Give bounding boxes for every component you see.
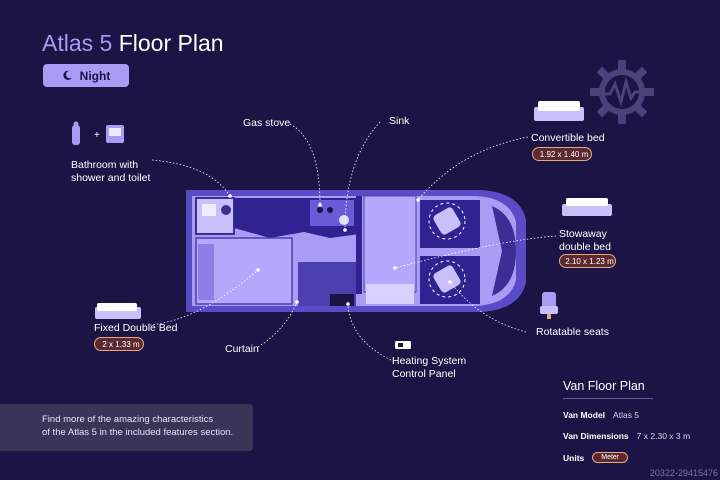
- footnote-box: Find more of the amazing characteristics…: [0, 404, 253, 451]
- bathroom-label-line2: shower and toilet: [71, 172, 151, 184]
- convertible-bed-size: 1.92 x 1.40 m: [539, 149, 589, 159]
- spec-units-label: Units: [563, 452, 585, 463]
- convertible-bed-size-badge: 1.92 x 1.40 m: [532, 147, 592, 161]
- fixed-bed-size: 2 x 1.33 m: [102, 339, 140, 349]
- spec-dimensions-value: 7 x 2.30 x 3 m: [636, 431, 691, 441]
- title-rest: Floor Plan: [118, 30, 224, 56]
- curtain-label: Curtain: [225, 343, 259, 355]
- spec-model-value: Atlas 5: [613, 410, 640, 420]
- units-selector[interactable]: Meter: [592, 452, 629, 463]
- sink-label: Sink: [389, 115, 410, 127]
- stowaway-size: 2.10 x 1.23 m: [565, 256, 614, 266]
- gear-icon[interactable]: [588, 58, 656, 126]
- fixed-bed-label: Fixed Double Bed: [94, 322, 178, 334]
- watermark: 20322-29415476: [649, 468, 718, 478]
- gas-stove-label: Gas stove: [243, 117, 291, 129]
- spec-panel: Van Floor Plan Van Model Atlas 5 Van Dim…: [563, 379, 713, 463]
- title-brand: Atlas 5: [42, 30, 113, 56]
- night-mode-button[interactable]: Night: [43, 64, 129, 87]
- stowaway-bed-label: Stowaway double bed: [559, 228, 611, 254]
- heating-label: Heating System Control Panel: [392, 355, 466, 381]
- spec-dimensions-row: Van Dimensions 7 x 2.30 x 3 m: [563, 431, 713, 441]
- stowaway-bed-icon: [562, 198, 612, 216]
- footnote-line1: Find more of the amazing characteristics: [42, 414, 214, 425]
- heating-panel-icon: [395, 341, 411, 349]
- svg-text:+: +: [94, 130, 100, 141]
- moon-icon: [63, 70, 72, 80]
- stowaway-label-line1: Stowaway: [559, 228, 607, 240]
- van-floor-plan: [186, 190, 526, 312]
- shower-toilet-icon: +: [72, 121, 124, 145]
- convertible-bed-label: Convertible bed: [531, 132, 605, 144]
- fixed-bed-icon: [95, 303, 141, 319]
- night-mode-label: Night: [79, 68, 111, 83]
- spec-model-row: Van Model Atlas 5: [563, 410, 713, 420]
- spec-units-row: Units Meter: [563, 452, 713, 463]
- spec-dimensions-label: Van Dimensions: [563, 431, 629, 441]
- stowaway-size-badge: 2.10 x 1.23 m: [559, 254, 616, 268]
- bathroom-label-line1: Bathroom with: [71, 159, 139, 171]
- fixed-bed-size-badge: 2 x 1.33 m: [94, 337, 144, 351]
- page-title: Atlas 5 Floor Plan: [42, 30, 224, 57]
- spec-model-label: Van Model: [563, 410, 606, 420]
- heating-label-line1: Heating System: [392, 355, 467, 367]
- spec-title: Van Floor Plan: [563, 379, 653, 399]
- seat-icon: [540, 292, 558, 319]
- rotatable-seats-label: Rotatable seats: [536, 326, 609, 338]
- bathroom-label: Bathroom with shower and toilet: [71, 159, 150, 185]
- heating-label-line2: Control Panel: [392, 368, 456, 380]
- footnote-line2: of the Atlas 5 in the included features …: [42, 427, 234, 438]
- stowaway-label-line2: double bed: [559, 241, 611, 253]
- convertible-bed-icon: [534, 101, 584, 121]
